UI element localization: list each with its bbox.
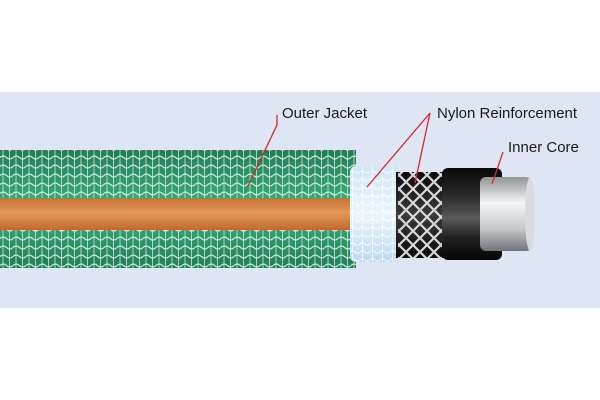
inner-core-label: Inner Core — [508, 139, 579, 156]
nylon-leader-1 — [366, 112, 431, 188]
outer-jacket-leader — [247, 115, 278, 187]
nylon-leader-2 — [414, 112, 431, 184]
nylon-braid-weave — [398, 172, 442, 258]
outer-jacket-label: Outer Jacket — [282, 105, 368, 122]
inner-core-tube — [480, 177, 532, 251]
inner-core-end — [525, 177, 535, 251]
inner-stripe — [0, 198, 356, 230]
inner-core-leader — [491, 151, 504, 185]
clear-layer-mesh — [350, 166, 398, 262]
nylon-reinforcement-label: Nylon Reinforcement — [437, 105, 578, 122]
